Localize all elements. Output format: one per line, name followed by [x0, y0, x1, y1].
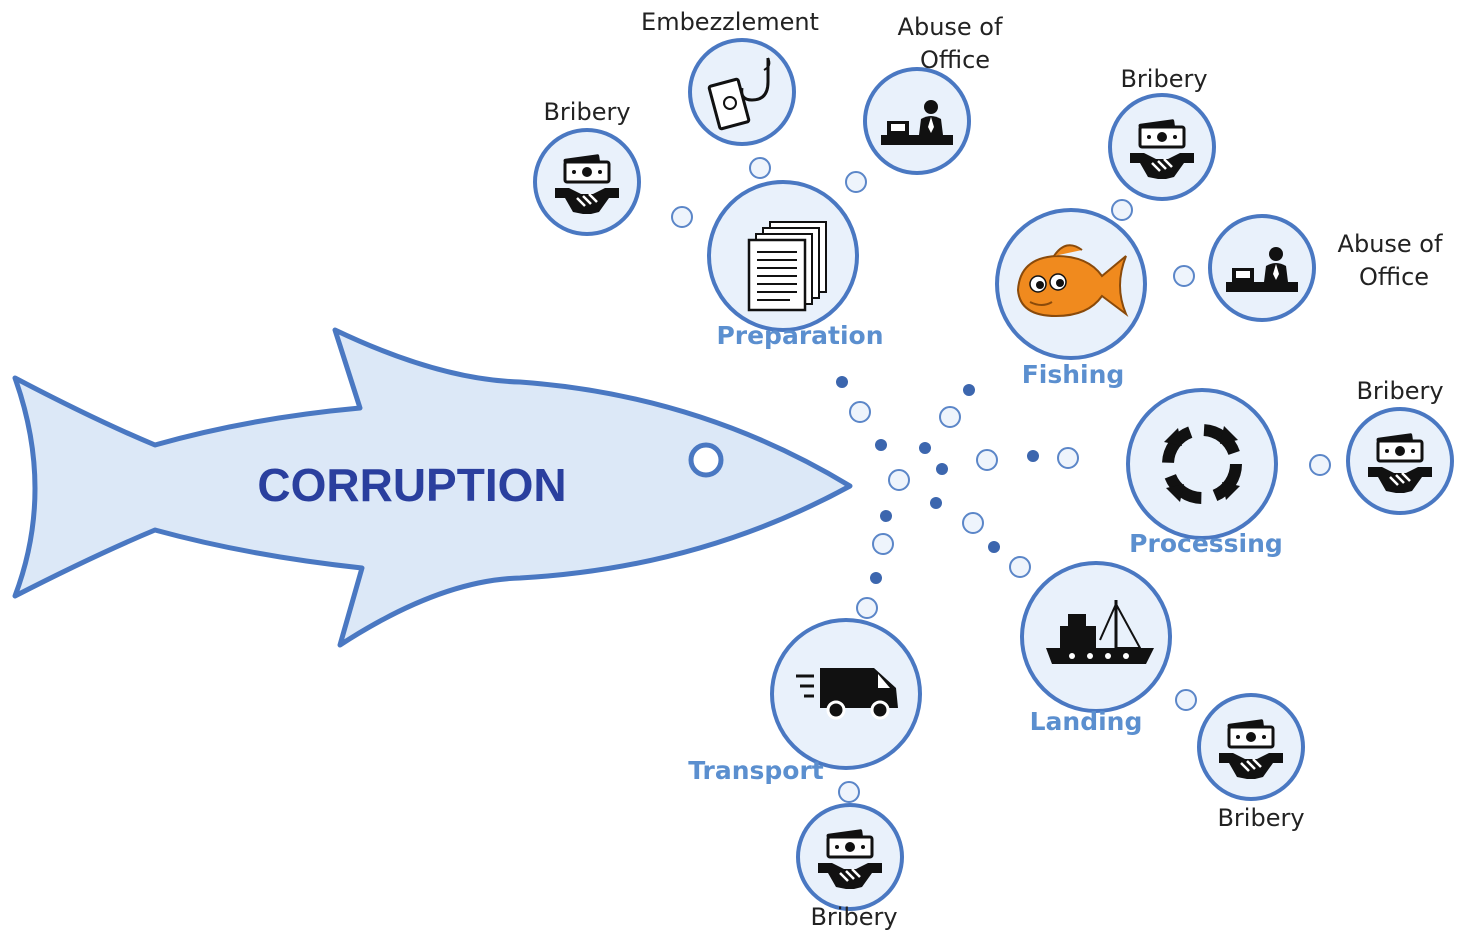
processing-node [1126, 388, 1278, 540]
landing-bribery-node [1197, 693, 1305, 801]
fishing-bribery-label: Bribery [1120, 65, 1207, 93]
transport-bribery-label: Bribery [810, 903, 897, 931]
preparation-label: Preparation [716, 321, 883, 350]
prep-bribery-node [533, 128, 641, 236]
processing-label: Processing [1129, 529, 1283, 558]
embezzlement-hook-icon [707, 57, 771, 131]
fishing-node [995, 208, 1147, 360]
fishing-vessel-icon [1046, 600, 1154, 664]
fishing-abuse-label-line2: Office [1359, 263, 1429, 291]
goldfish-icon [1016, 244, 1129, 318]
fish-eye [688, 442, 724, 478]
fishing-bribery-node [1108, 93, 1216, 201]
prep-abuse-label-line1: Abuse of [898, 13, 1003, 41]
delivery-truck-icon [796, 668, 898, 720]
processing-bribery-label: Bribery [1356, 377, 1443, 405]
landing-label: Landing [1030, 707, 1143, 736]
transport-bribery-node [796, 803, 904, 911]
prep-embezzlement-node [688, 38, 796, 146]
fish-title: CORRUPTION [257, 459, 566, 511]
prep-bribery-label: Bribery [543, 98, 630, 126]
prep-embezzlement-label: Embezzlement [641, 8, 819, 36]
connector-bubbles [671, 157, 1331, 803]
fishing-abuse-label-line1: Abuse of [1338, 230, 1443, 258]
fishing-label: Fishing [1022, 360, 1125, 389]
transport-node [770, 618, 922, 770]
transport-label: Transport [688, 756, 824, 785]
landing-node [1020, 561, 1172, 713]
landing-bribery-label: Bribery [1217, 804, 1304, 832]
fish-body [12, 327, 853, 648]
processing-bribery-node [1346, 407, 1454, 515]
preparation-node [707, 180, 859, 332]
fishing-abuse-node [1208, 214, 1316, 322]
cycle-arrows-icon [1162, 424, 1242, 504]
documents-icon [747, 221, 827, 312]
prep-abuse-node [863, 67, 971, 175]
prep-abuse-label-line2: Office [920, 46, 990, 74]
